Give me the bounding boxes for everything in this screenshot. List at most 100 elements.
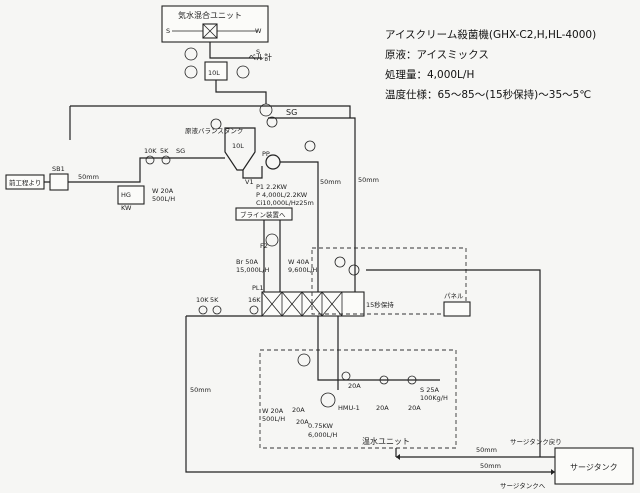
heater-to-tank <box>120 157 225 183</box>
surge-tank-box <box>554 447 634 485</box>
hot-water-lines <box>317 316 440 390</box>
hmu-label: HMU-1 <box>338 404 360 412</box>
label-kw: KW <box>121 204 132 212</box>
label-50mm-left: 50mm <box>190 386 211 394</box>
panel-box <box>443 301 471 317</box>
brine-lines <box>263 220 281 292</box>
label-sg-top: SG <box>286 108 297 117</box>
sg-gauge <box>266 116 278 128</box>
top-loop-line <box>69 105 351 140</box>
label-w20a: W 20A <box>152 187 174 195</box>
steam-feed-line <box>209 42 262 59</box>
pump-f2 <box>265 233 279 247</box>
surge-return-label: サージタンク戻り <box>510 437 562 446</box>
label-50mm-2: 50mm <box>358 176 379 184</box>
pump-gauge <box>304 140 316 152</box>
label-pp: PP <box>262 150 270 158</box>
label-v1: V1 <box>245 178 254 186</box>
label-5k-b: 5K <box>210 296 219 304</box>
gauge-10k-a <box>145 155 155 165</box>
label-w40a-flow: 9,600L/H <box>288 266 317 274</box>
label-sg-feed: SG <box>176 147 185 155</box>
balance-tank-label: 原液バランスタンク <box>185 126 243 135</box>
label-20a-4: 20A <box>408 404 421 412</box>
hw-gauge-2 <box>341 371 351 381</box>
water-mix-unit-label: 気水混合ユニット <box>178 10 242 20</box>
label-hg: HG <box>121 191 131 199</box>
hmu-kw: 0.75KW <box>308 422 334 430</box>
surge-to-label: サージタンクへ <box>500 481 546 490</box>
label-10k-a: 10K <box>144 147 157 155</box>
label-s25a: S 25A <box>420 386 439 394</box>
gauge-top-1 <box>184 47 198 61</box>
surge-return-line <box>366 269 555 458</box>
hw-gauge-1 <box>297 353 311 367</box>
pump-lines <box>242 161 319 186</box>
label-50mm-feed: 50mm <box>78 173 99 181</box>
prev-process-label: 前工程より <box>9 178 41 187</box>
pump-label: P1 2.2KW <box>256 183 287 191</box>
gauge-16k <box>249 305 259 315</box>
sg-line <box>268 117 356 186</box>
arrow-from-surge <box>396 454 400 460</box>
bellows-label: ベル計 <box>248 52 272 62</box>
label-20a-1: 20A <box>292 406 305 414</box>
label-20a-3: 20A <box>376 404 389 412</box>
hx-gauge-1 <box>334 256 346 268</box>
label-10k-b: 10K <box>196 296 209 304</box>
holding-label: 15秒保持 <box>366 300 394 309</box>
hw-gauge-4 <box>407 375 417 385</box>
gauge-5k-b <box>212 305 222 315</box>
hmu-flow: 6,000L/H <box>308 431 337 439</box>
label-s-feed: S <box>256 48 260 56</box>
gauge-top-3 <box>236 65 250 79</box>
mix-valve-x2 <box>202 23 218 39</box>
label-w20a-flow: 500L/H <box>152 195 175 203</box>
brine-unit-label: ブライン装置へ <box>240 210 286 219</box>
label-w40a: W 40A <box>288 258 310 266</box>
label-50mm-1: 50mm <box>320 178 341 186</box>
hx-gauge-2 <box>348 264 360 276</box>
tank-gauge <box>210 118 222 130</box>
spec-title: アイスクリーム殺菌機(GHX-C2,H,HL-4000) <box>385 28 596 41</box>
spec-capacity: 処理量：4,000L/H <box>385 68 474 81</box>
label-w20a2-flow: 500L/H <box>262 415 285 423</box>
gauge-5k-a <box>161 155 171 165</box>
label-50mm-surge-to: 50mm <box>480 462 501 470</box>
label-10l-tank: 10L <box>232 142 244 150</box>
dashed-boundary-top <box>311 247 467 315</box>
spec-liquid: 原液：アイスミックス <box>385 48 489 61</box>
label-w20a-2: W 20A <box>262 407 284 415</box>
label-pl1: PL1 <box>252 284 264 292</box>
label-s25a-flow: 100Kg/H <box>420 394 448 402</box>
gauge-10k-b <box>198 305 208 315</box>
hot-water-drop <box>215 80 267 104</box>
left-return-loop <box>185 315 555 473</box>
label-16k: 16K <box>248 296 261 304</box>
label-sb1: SB1 <box>52 165 65 173</box>
spec-temperature: 温度仕様：65～85～(15秒保持)～35～5℃ <box>385 88 591 101</box>
hmu-pump <box>320 392 336 408</box>
hot-water-unit-boundary <box>259 349 457 449</box>
strainer-sb1 <box>49 173 69 191</box>
label-s: S <box>166 27 170 35</box>
heat-exchanger <box>261 291 365 317</box>
hx-cross <box>261 291 343 317</box>
hx-risers <box>317 186 356 292</box>
label-50mm-surge-return: 50mm <box>476 446 497 454</box>
label-br50a-flow: 15,000L/H <box>236 266 270 274</box>
label-w: W <box>255 27 262 35</box>
surge-tank-label: サージタンク <box>570 463 618 472</box>
hw-gauge-3 <box>379 375 389 385</box>
sg-valve <box>259 103 273 117</box>
arrow-to-surge <box>551 469 555 475</box>
pump-flow1: P 4,000L/2.2KW <box>256 191 308 199</box>
hot-water-unit-label: 温水ユニット <box>362 436 410 446</box>
gauge-top-2 <box>184 65 198 79</box>
label-5k-a: 5K <box>160 147 169 155</box>
label-10l: 10L <box>208 69 220 77</box>
label-20a-2: 20A <box>348 382 361 390</box>
pump-flow2: Ci10,000L/Hz25m <box>256 199 314 207</box>
